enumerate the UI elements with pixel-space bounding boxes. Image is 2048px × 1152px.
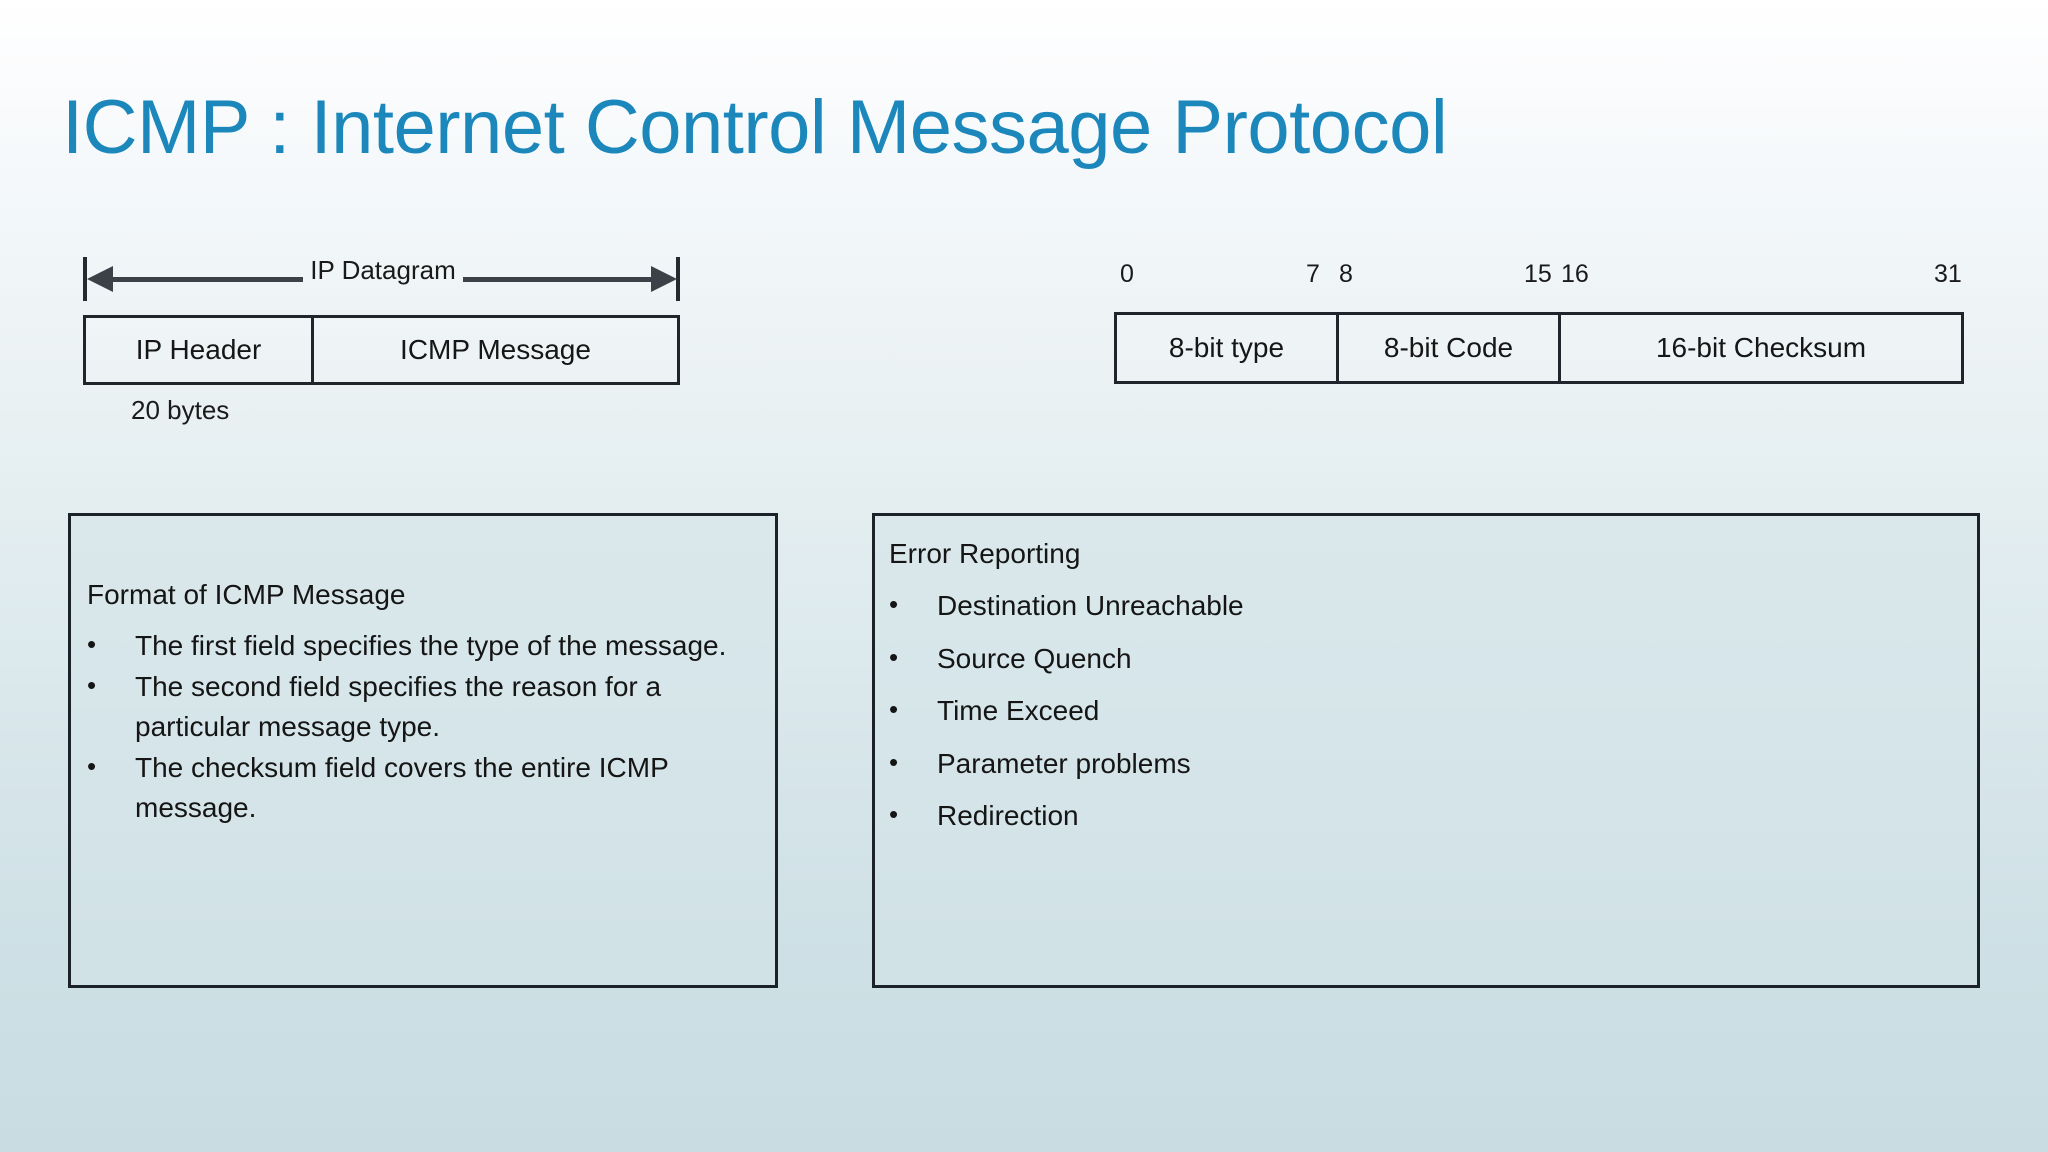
bit-number-7: 7 [1306,260,1320,288]
span-arrow-right-head-icon [651,266,677,292]
field-8-bit-type: 8-bit type [1117,315,1339,381]
list-item-label: The second field specifies the reason fo… [135,670,662,743]
list-item: • Source Quench [889,639,1949,680]
field-16-bit-checksum: 16-bit Checksum [1655,332,1867,363]
format-panel-heading: Format of ICMP Message [87,579,406,610]
error-panel-heading: Error Reporting [889,538,1081,569]
bit-number-0: 0 [1120,260,1134,288]
error-reporting-panel: Error Reporting • Destination Unreachable… [872,513,1980,988]
ip-datagram-span-label: IP Datagram [310,255,456,285]
ip-datagram-span-measure: IP Datagram [83,255,680,303]
ip-header-size-label: 20 bytes [131,395,230,425]
icmp-message-cell: ICMP Message [400,334,591,365]
format-of-icmp-message-panel: Format of ICMP Message • The first field … [68,513,778,988]
span-arrow-left-head-icon [87,266,113,292]
bit-number-8: 8 [1339,260,1353,288]
list-item: • Redirection [889,796,1949,837]
page-title: ICMP : Internet Control Message Protocol [62,85,1448,170]
bit-number-15: 15 [1524,260,1552,288]
bullet-dot-icon: • [87,669,97,700]
list-item: • The checksum field covers the entire IC… [87,748,757,829]
list-item: • Time Exceed [889,691,1949,732]
ip-header-cell: IP Header [86,318,314,382]
bullet-dot-icon: • [889,799,899,830]
list-item-label: Redirection [937,800,1079,832]
bit-number-31: 31 [1934,260,1962,288]
bullet-dot-icon: • [889,694,899,725]
ip-datagram-diagram: IP Datagram IP Header ICMP Message 20 by… [83,255,683,435]
bullet-dot-icon: • [889,641,899,672]
span-arrow-left-line-icon [107,277,303,282]
list-item-label: The checksum field covers the entire ICM… [135,751,669,824]
icmp-header-bitfield-diagram: 0 7 8 15 16 31 8-bit type 8-bit Code 16-… [1114,260,1964,410]
list-item: • Destination Unreachable [889,586,1949,627]
bullet-dot-icon: • [889,589,899,619]
field-8-bit-code: 8-bit Code [1339,315,1561,381]
list-item-label: Source Quench [937,642,1132,674]
span-tick-left-icon [83,257,87,301]
list-item: • The first field specifies the type of t… [87,626,757,667]
icmp-header-fields: 8-bit type 8-bit Code 16-bit Checksum [1114,312,1964,384]
list-item-label: Time Exceed [937,695,1100,727]
bit-number-16: 16 [1561,260,1589,288]
span-tick-right-icon [676,257,680,301]
list-item: • Parameter problems [889,744,1949,785]
bit-position-ruler: 0 7 8 15 16 31 [1114,260,1964,300]
error-panel-bullet-list: • Destination Unreachable • Source Quench • T… [889,586,1949,849]
format-panel-bullet-list: • The first field specifies the type of t… [87,626,757,829]
bullet-dot-icon: • [889,746,899,777]
list-item-label: The first field specifies the type of th… [135,630,727,661]
bullet-dot-icon: • [87,629,97,659]
list-item-label: Destination Unreachable [937,590,1244,621]
span-arrow-right-line-icon [463,277,653,282]
list-item-label: Parameter problems [937,747,1191,779]
bullet-dot-icon: • [87,750,97,781]
list-item: • The second field specifies the reason f… [87,667,757,748]
ip-datagram-cells: IP Header ICMP Message [83,315,680,385]
